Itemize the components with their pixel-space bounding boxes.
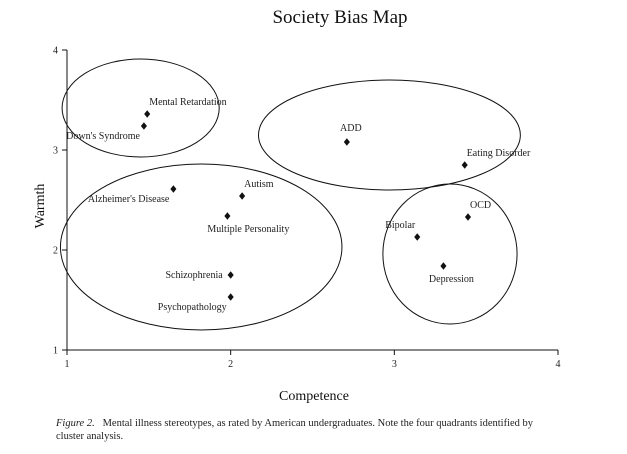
axes: 1 2 3 4 1 2 3 4 xyxy=(53,46,561,371)
cluster-ellipse xyxy=(257,79,521,191)
data-point-marker xyxy=(343,138,350,146)
data-point-label: Down's Syndrome xyxy=(66,131,140,142)
y-tick-label: 3 xyxy=(53,146,58,157)
data-point-marker xyxy=(239,192,246,200)
chart-title: Society Bias Map xyxy=(272,7,407,28)
data-point-label: Schizophrenia xyxy=(165,270,223,281)
data-point-label: Multiple Personality xyxy=(207,224,289,235)
data-point-label: Autism xyxy=(244,179,274,190)
data-point-marker xyxy=(170,185,177,193)
x-tick-label: 1 xyxy=(65,359,70,370)
data-point-marker xyxy=(227,293,234,301)
cluster-ellipse xyxy=(382,183,518,325)
cluster-ellipses xyxy=(59,58,521,331)
x-tick-label: 4 xyxy=(556,359,561,370)
data-point-marker xyxy=(414,233,421,241)
figure-caption: Figure 2. Mental illness stereotypes, as… xyxy=(56,417,556,443)
data-point-marker xyxy=(227,271,234,279)
data-point-marker xyxy=(440,262,447,270)
cluster-ellipse xyxy=(61,58,220,158)
data-points xyxy=(140,110,472,301)
data-point-label: Eating Disorder xyxy=(467,148,531,159)
data-point-label: Bipolar xyxy=(385,220,416,231)
data-point-marker xyxy=(224,212,231,220)
data-point-label: Alzheimer's Disease xyxy=(88,194,170,205)
caption-text: Mental illness stereotypes, as rated by … xyxy=(56,418,534,442)
scatter-chart: Society Bias Map 1 2 3 4 1 2 3 4 Mental Retarda… xyxy=(33,7,561,404)
data-point-label: ADD xyxy=(340,123,362,134)
x-axis-label: Competence xyxy=(279,389,349,404)
figure-label: Figure 2. xyxy=(56,418,95,429)
data-point-label: OCD xyxy=(470,200,491,211)
data-point-label: Psychopathology xyxy=(158,302,227,313)
x-tick-label: 3 xyxy=(392,359,397,370)
data-point-marker xyxy=(140,122,147,130)
data-point-label: Depression xyxy=(429,274,474,285)
x-tick-label: 2 xyxy=(228,359,233,370)
y-tick-label: 4 xyxy=(53,46,58,57)
data-point-marker xyxy=(461,161,468,169)
y-tick-label: 1 xyxy=(53,346,58,357)
data-point-marker xyxy=(144,110,151,118)
cluster-ellipse xyxy=(59,163,343,331)
y-axis-label: Warmth xyxy=(33,184,48,229)
data-point-label: Mental Retardation xyxy=(149,97,226,108)
data-point-marker xyxy=(464,213,472,221)
y-tick-label: 2 xyxy=(53,246,58,257)
